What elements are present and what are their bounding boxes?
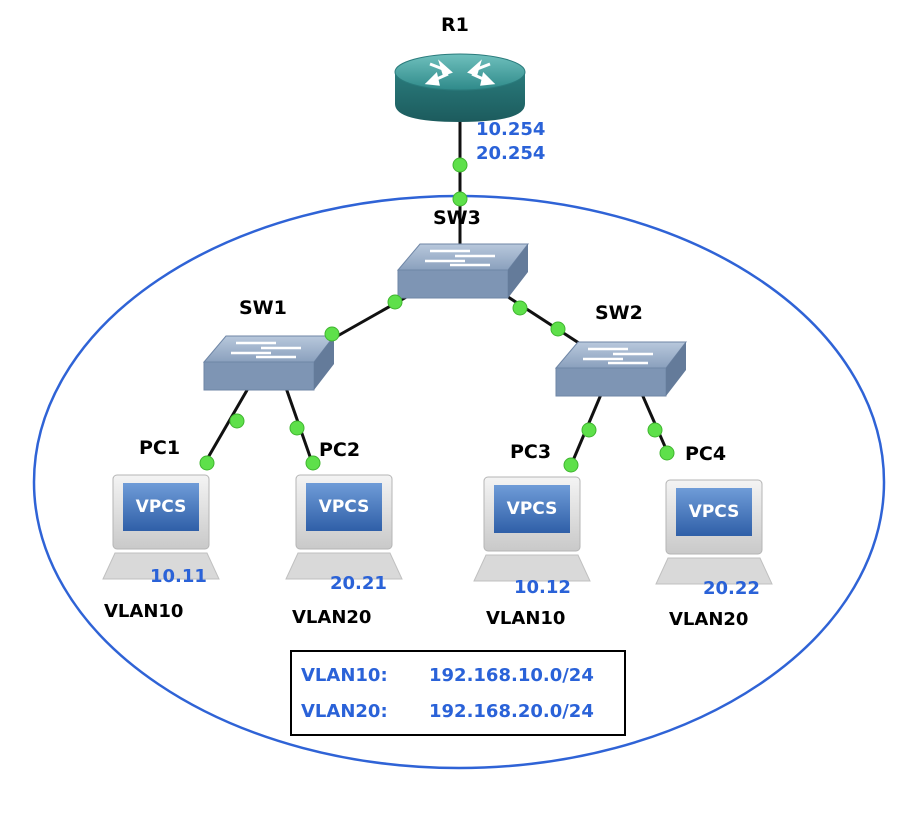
switch-sw3-icon[interactable] (396, 243, 530, 299)
port-dot (581, 422, 597, 438)
pc4-icon[interactable] (655, 479, 773, 585)
port-dot (452, 157, 468, 173)
pc3-screen-text: VPCS (506, 499, 558, 519)
link-sw1-pc1 (200, 384, 252, 469)
port-dot (452, 191, 468, 207)
sw3-label: SW3 (433, 207, 481, 229)
port-dot (659, 445, 675, 461)
port-dot (229, 413, 245, 429)
pc2-screen-text: VPCS (318, 497, 370, 517)
pc2-label: PC2 (319, 439, 361, 461)
sw2-label: SW2 (595, 302, 643, 324)
port-dot (512, 300, 528, 316)
pc1-ip: 10.11 (150, 566, 207, 587)
sw1-label: SW1 (239, 297, 287, 319)
pc3-icon[interactable] (473, 476, 591, 582)
pc4-label: PC4 (685, 443, 727, 465)
pc1-icon[interactable] (102, 474, 220, 580)
pc1-vlan-label: VLAN10 (104, 601, 184, 622)
legend-row-vlan10: VLAN10: 192.168.10.0/24 (301, 665, 594, 686)
legend-subnet: 192.168.20.0/24 (429, 701, 594, 722)
port-dot (199, 455, 215, 471)
switch-sw1-icon[interactable] (202, 335, 336, 391)
pc2-ip: 20.21 (330, 573, 387, 594)
port-dot (387, 294, 403, 310)
port-dot (305, 455, 321, 471)
port-dot (289, 420, 305, 436)
legend-subnet: 192.168.10.0/24 (429, 665, 594, 686)
port-dot (324, 326, 340, 342)
pc3-vlan-label: VLAN10 (486, 608, 566, 629)
pc3-ip: 10.12 (514, 577, 571, 598)
r1-ip-2: 20.254 (476, 143, 546, 164)
pc1-label: PC1 (139, 437, 181, 459)
port-dot (550, 321, 566, 337)
port-dots (199, 157, 675, 473)
router-r1-icon[interactable] (394, 53, 526, 122)
pc2-vlan-label: VLAN20 (292, 607, 372, 628)
pc1-screen-text: VPCS (135, 497, 187, 517)
r1-label: R1 (441, 14, 469, 36)
switch-sw2-icon[interactable] (554, 341, 688, 397)
port-dot (563, 457, 579, 473)
pc3-label: PC3 (510, 441, 552, 463)
legend-vlan-name: VLAN20: (301, 701, 388, 722)
pc4-ip: 20.22 (703, 578, 760, 599)
link-sw2-pc4 (636, 384, 672, 459)
pc4-screen-text: VPCS (688, 502, 740, 522)
legend-row-vlan20: VLAN20: 192.168.20.0/24 (301, 701, 594, 722)
subnet-legend: VLAN10: 192.168.10.0/24 VLAN20: 192.168.… (290, 650, 626, 736)
r1-ip-1: 10.254 (476, 119, 546, 140)
pc2-icon[interactable] (285, 474, 403, 580)
legend-vlan-name: VLAN10: (301, 665, 388, 686)
pc4-vlan-label: VLAN20 (669, 609, 749, 630)
port-dot (647, 422, 663, 438)
